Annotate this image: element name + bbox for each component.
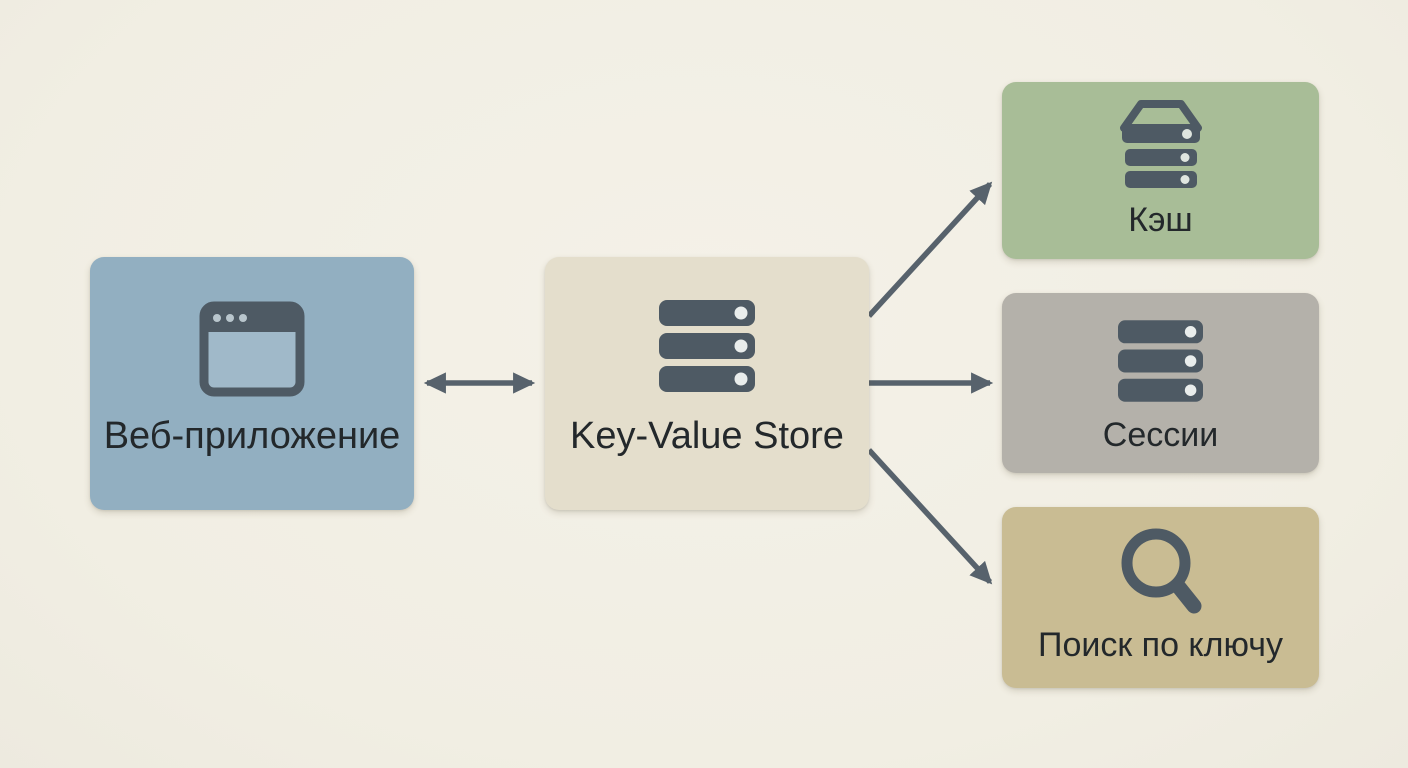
- node-sessions-label: Сессии: [1102, 416, 1219, 454]
- node-cache-label: Кэш: [1128, 201, 1193, 239]
- edge-kvstore-keysearch: [866, 448, 993, 585]
- node-sessions: Сессии: [1002, 293, 1319, 473]
- node-kv-store: Key-Value Store: [545, 257, 869, 510]
- browser-window-icon: [199, 301, 305, 402]
- node-cache: Кэш: [1002, 82, 1319, 259]
- server-stack-icon: [1118, 319, 1203, 408]
- server-stack-icon: [659, 300, 755, 397]
- search-icon: [1116, 525, 1206, 622]
- node-web-app-label: Веб-приложение: [103, 415, 401, 457]
- node-kv-store-label: Key-Value Store: [570, 415, 844, 457]
- drive-stack-icon: [1119, 98, 1203, 193]
- edge-kvstore-cache: [866, 181, 993, 318]
- node-search-label: Поиск по ключу: [1038, 626, 1283, 664]
- node-web-app: Веб-приложение: [90, 257, 414, 510]
- node-search: Поиск по ключу: [1002, 507, 1319, 688]
